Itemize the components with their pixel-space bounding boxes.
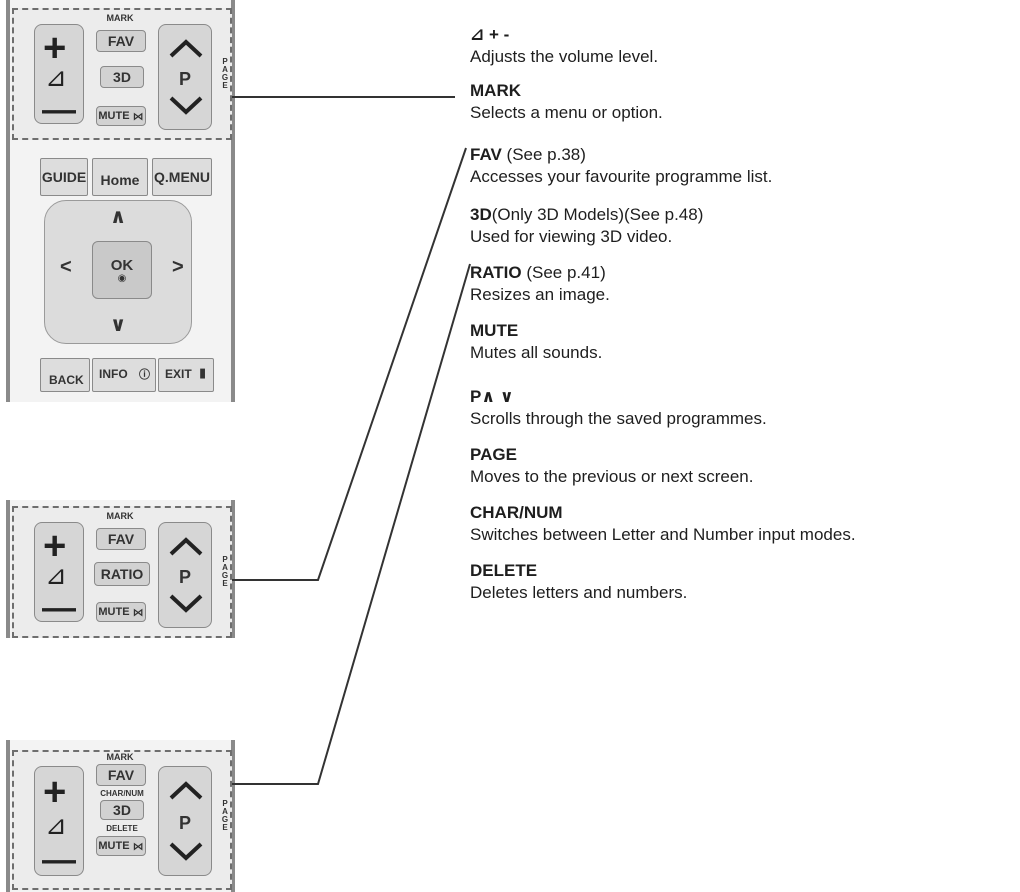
3d-button-3[interactable]: 3D bbox=[100, 800, 144, 820]
desc-text: Deletes letters and numbers. bbox=[470, 583, 688, 602]
desc-text: Scrolls through the saved programmes. bbox=[470, 409, 767, 428]
channel-arrows-icon-3 bbox=[169, 781, 203, 861]
mark-label-2: MARK bbox=[106, 511, 134, 521]
mute-button[interactable]: MUTE ⋈ bbox=[96, 106, 146, 126]
channel-key-2[interactable]: P bbox=[158, 522, 212, 628]
mute-button-3[interactable]: MUTE ⋈ bbox=[96, 836, 146, 856]
ok-dot-icon: ◉ bbox=[117, 272, 127, 284]
desc-text: Used for viewing 3D video. bbox=[470, 227, 673, 246]
channel-p-label-2: P bbox=[179, 567, 192, 587]
volume-key-3[interactable] bbox=[34, 766, 84, 876]
desc-3d: 3D(Only 3D Models)(See p.48) Used for vi… bbox=[470, 204, 703, 248]
desc-title: P∧ ∨ bbox=[470, 387, 514, 406]
desc-delete: DELETE Deletes letters and numbers. bbox=[470, 560, 687, 604]
desc-title: DELETE bbox=[470, 561, 538, 580]
desc-text: Accesses your favourite programme list. bbox=[470, 167, 773, 186]
qmenu-button[interactable]: Q.MENU bbox=[152, 158, 212, 196]
mark-label: MARK bbox=[106, 13, 134, 23]
desc-title: MUTE bbox=[470, 321, 519, 340]
guide-button[interactable]: GUIDE bbox=[40, 158, 88, 196]
desc-volume: ⊿ + - Adjusts the volume level. bbox=[470, 24, 658, 68]
desc-title: CHAR/NUM bbox=[470, 503, 563, 522]
channel-p-label-3: P bbox=[179, 813, 192, 833]
nav-down-icon[interactable]: ∨ bbox=[110, 314, 127, 336]
volume-up-icon-3: + bbox=[43, 770, 67, 814]
desc-mark: MARK Selects a menu or option. bbox=[470, 80, 663, 124]
desc-title: MARK bbox=[470, 81, 521, 100]
callout-line-3 bbox=[232, 263, 471, 785]
channel-arrows-icon bbox=[169, 39, 203, 115]
volume-triangle-icon-2: ⊿ bbox=[45, 560, 67, 590]
volume-key[interactable] bbox=[34, 24, 84, 124]
volume-down-icon-2: — bbox=[42, 589, 76, 627]
desc-text: Mutes all sounds. bbox=[470, 343, 603, 362]
info-button[interactable]: INFO ⓘ bbox=[92, 358, 156, 392]
desc-title: RATIO (See p.41) bbox=[470, 263, 606, 282]
volume-down-icon: — bbox=[42, 91, 76, 129]
3d-button[interactable]: 3D bbox=[100, 66, 144, 88]
ok-label: OK bbox=[110, 256, 134, 274]
fav-button-3[interactable]: FAV bbox=[96, 764, 146, 786]
navigation-ring[interactable] bbox=[44, 200, 192, 344]
charnum-label: CHAR/NUM bbox=[100, 789, 144, 798]
ok-button[interactable]: OK ◉ bbox=[92, 241, 152, 299]
volume-triangle-icon: ⊿ bbox=[45, 62, 67, 92]
delete-label: DELETE bbox=[106, 824, 138, 833]
callout-line-2 bbox=[232, 147, 467, 581]
back-button[interactable]: BACK bbox=[40, 358, 90, 392]
nav-up-icon[interactable]: ∧ bbox=[110, 206, 127, 228]
exit-label: EXIT bbox=[165, 367, 192, 381]
desc-title: FAV (See p.38) bbox=[470, 145, 586, 164]
desc-title: ⊿ + - bbox=[470, 25, 510, 44]
mute-button-2[interactable]: MUTE ⋈ bbox=[96, 602, 146, 622]
desc-charnum: CHAR/NUM Switches between Letter and Num… bbox=[470, 502, 856, 546]
desc-mute: MUTE Mutes all sounds. bbox=[470, 320, 602, 364]
desc-ratio: RATIO (See p.41) Resizes an image. bbox=[470, 262, 610, 306]
volume-up-icon: + bbox=[43, 26, 67, 70]
home-button[interactable]: Home bbox=[92, 158, 148, 196]
channel-p-label: P bbox=[179, 69, 192, 89]
fav-button-2[interactable]: FAV bbox=[96, 528, 146, 550]
desc-text: Adjusts the volume level. bbox=[470, 47, 659, 66]
desc-page: PAGE Moves to the previous or next scree… bbox=[470, 444, 753, 488]
home-label: Home bbox=[100, 172, 140, 188]
desc-text: Selects a menu or option. bbox=[470, 103, 663, 122]
ratio-button[interactable]: RATIO bbox=[94, 562, 150, 586]
desc-text: Resizes an image. bbox=[470, 285, 610, 304]
channel-key[interactable]: P bbox=[158, 24, 212, 130]
back-label: BACK bbox=[49, 373, 84, 387]
nav-right-icon[interactable]: > bbox=[172, 256, 184, 278]
volume-down-icon-3: — bbox=[42, 841, 76, 879]
desc-title: PAGE bbox=[470, 445, 517, 464]
desc-text: Moves to the previous or next screen. bbox=[470, 467, 754, 486]
exit-icon: ▮ bbox=[199, 365, 207, 380]
exit-button[interactable]: EXIT ▮ bbox=[158, 358, 214, 392]
volume-triangle-icon-3: ⊿ bbox=[45, 810, 67, 840]
volume-key-2[interactable] bbox=[34, 522, 84, 622]
channel-key-3[interactable]: P bbox=[158, 766, 212, 876]
desc-text: Switches between Letter and Number input… bbox=[470, 525, 856, 544]
desc-title: 3D(Only 3D Models)(See p.48) bbox=[470, 205, 704, 224]
info-icon: ⓘ bbox=[139, 369, 150, 381]
volume-up-icon-2: + bbox=[43, 524, 67, 568]
desc-channel: P∧ ∨ Scrolls through the saved programme… bbox=[470, 386, 767, 430]
mark-label-3: MARK bbox=[106, 752, 134, 762]
nav-left-icon[interactable]: < bbox=[60, 256, 72, 278]
desc-fav: FAV (See p.38) Accesses your favourite p… bbox=[470, 144, 772, 188]
fav-button[interactable]: FAV bbox=[96, 30, 146, 52]
channel-arrows-icon-2 bbox=[169, 537, 203, 613]
info-label: INFO bbox=[99, 367, 128, 381]
